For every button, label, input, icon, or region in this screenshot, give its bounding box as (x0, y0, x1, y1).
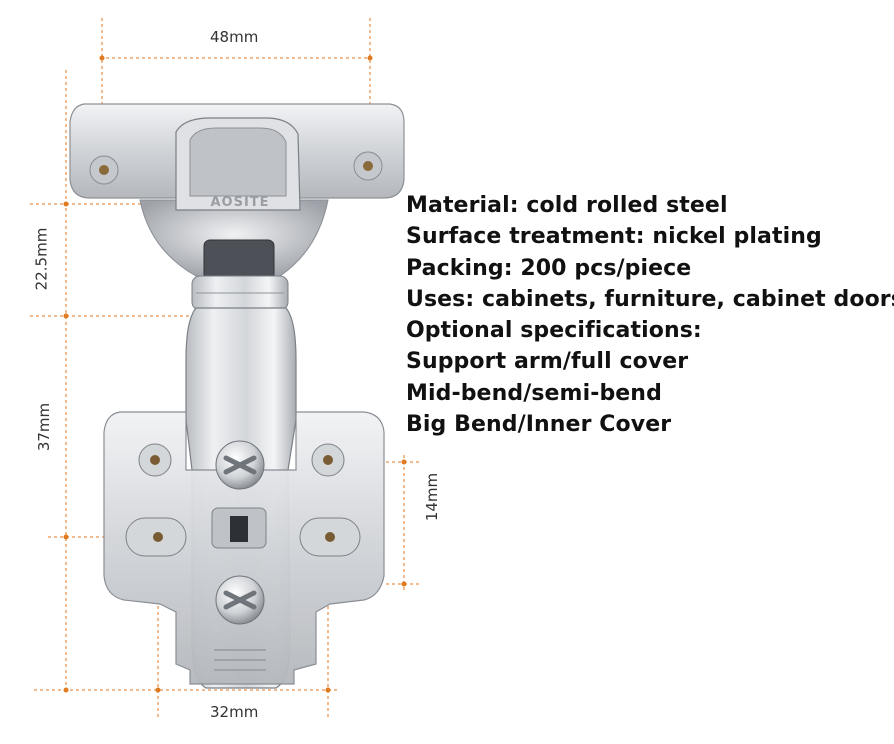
spec-line: Packing: 200 pcs/piece (406, 255, 692, 281)
spec-line: Uses: cabinets, furniture, cabinet doors (406, 286, 894, 312)
adjustment-screw (215, 440, 265, 490)
spec-line: Mid-bend/semi-bend (406, 380, 662, 406)
hinge-cup-plate: AOSITE (69, 103, 405, 277)
spec-line: Support arm/full cover (406, 349, 689, 375)
depth-screw (215, 575, 265, 625)
dimension-slot-height: 14mm (423, 472, 442, 522)
dimension-upper-height: 22.5mm (32, 227, 51, 291)
dimension-lines (30, 18, 420, 718)
dimension-bottom-width: 32mm (210, 703, 259, 721)
arm-ribs (214, 649, 266, 671)
spec-line: Surface treatment: nickel plating (406, 224, 822, 250)
spec-list: Material: cold rolled steel Surface trea… (406, 190, 894, 440)
brand-logo: AOSITE (210, 195, 269, 210)
mounting-base-plate (103, 411, 385, 685)
spec-line: Big Bend/Inner Cover (406, 412, 672, 438)
hinge-knuckle (191, 239, 289, 311)
spec-line: Material: cold rolled steel (406, 193, 728, 218)
dimension-dots (63, 55, 407, 693)
spec-line: Optional specifications: (406, 318, 702, 344)
dimension-lower-height: 37mm (35, 402, 54, 452)
dimension-top-width: 48mm (210, 28, 259, 46)
